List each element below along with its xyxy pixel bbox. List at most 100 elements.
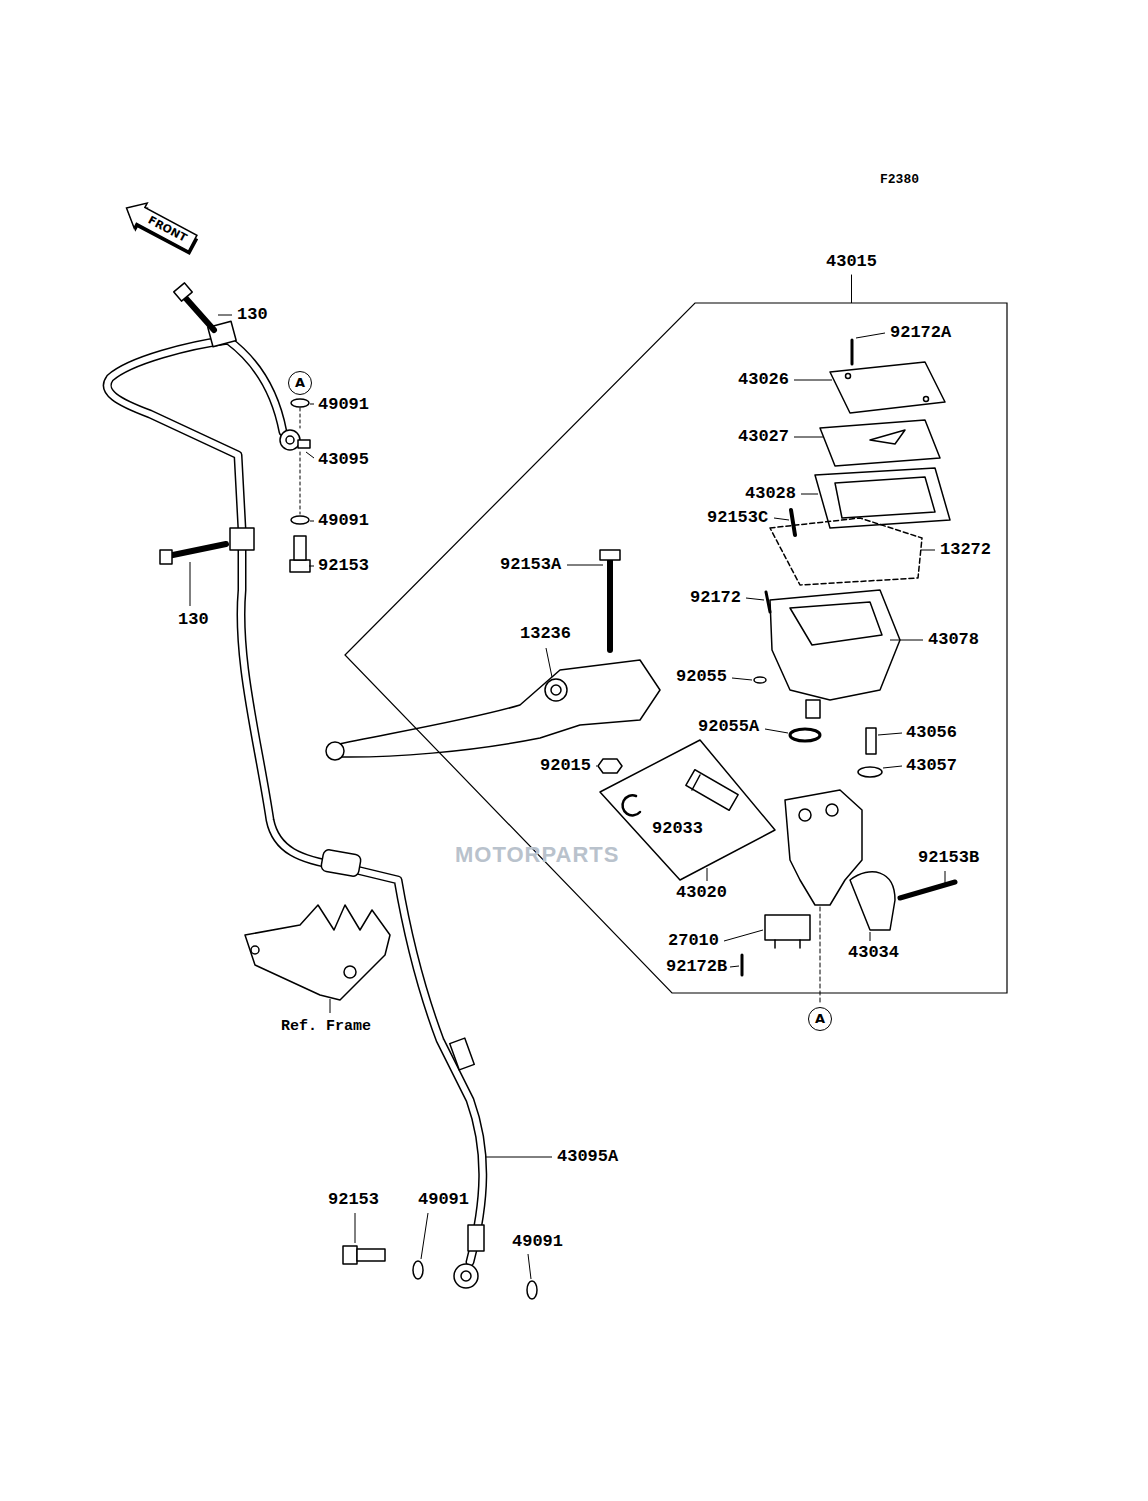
callout-number: 130 (237, 305, 268, 325)
reservoir-nozzle (806, 700, 820, 718)
callout-number: 130 (178, 610, 209, 630)
switch-pin (799, 940, 801, 948)
callout-number: 92153C (707, 508, 768, 528)
callout-number: 92055A (698, 717, 759, 737)
callout-number: 92172B (666, 957, 727, 977)
port (799, 809, 811, 821)
piston (686, 770, 738, 811)
bolt-head (174, 283, 192, 301)
banjo-fitting (454, 1264, 478, 1288)
washer-49091 (291, 516, 309, 524)
leader-line (945, 871, 946, 883)
cap-43026 (830, 362, 945, 413)
leader-line (774, 518, 789, 520)
callout-number: 43078 (928, 630, 979, 650)
master-cylinder-body (785, 790, 862, 905)
callout-number: 92172A (890, 323, 951, 343)
callout-number: 43020 (676, 883, 727, 903)
leader-line (330, 999, 331, 1013)
plate-43027 (820, 420, 940, 466)
cap-43057 (858, 767, 882, 777)
leader-line (732, 678, 752, 680)
piston-groove (692, 775, 700, 790)
callout-number: 49091 (318, 395, 369, 415)
bolt-92153B (900, 882, 955, 898)
screw-92153C (791, 510, 795, 535)
bolt-head (600, 550, 620, 560)
bolt-130 (168, 544, 226, 556)
leader-line (546, 648, 552, 677)
callout-number: 92153 (328, 1190, 379, 1210)
diaphragm-43028 (815, 468, 950, 528)
assembly-line (300, 408, 301, 428)
reservoir-inner (790, 602, 882, 645)
callout-number: 43057 (906, 756, 957, 776)
leader-line (707, 868, 708, 881)
clutch-hose-outline (107, 340, 483, 1262)
leader-line (921, 550, 935, 551)
hose-fitting (450, 1038, 475, 1070)
callout-number: 43095 (318, 450, 369, 470)
leader-line (851, 275, 852, 303)
leader-line (746, 598, 764, 600)
bolt-92153-head (343, 1246, 357, 1264)
bolt-130 (182, 294, 214, 330)
node-label: A (295, 376, 305, 390)
assembly-outline-shape (345, 250, 1007, 993)
leader-line (355, 1213, 356, 1243)
callout-number: 13236 (520, 624, 571, 644)
leader-line (596, 766, 597, 767)
leader-line (890, 640, 923, 641)
lever-adjuster (545, 679, 567, 701)
frame-hole (251, 946, 259, 954)
callout-number: 92015 (540, 756, 591, 776)
callout-number: 92033 (652, 819, 703, 839)
leader-line (870, 932, 871, 941)
callout-number: 43034 (848, 943, 899, 963)
clutch-hose-inner (107, 340, 483, 1262)
o-ring-92055A (790, 729, 820, 741)
frame-bracket (245, 905, 390, 1000)
washer-49091 (291, 399, 309, 407)
assembly-outline-line (345, 303, 1007, 993)
callout-number: 43056 (906, 723, 957, 743)
washer-49091 (527, 1281, 537, 1299)
leader-line (309, 566, 314, 567)
assembly-line (820, 907, 821, 1005)
bolt-head (160, 550, 172, 564)
callout-number: 43026 (738, 370, 789, 390)
callout-number: 43027 (738, 427, 789, 447)
leader-line (218, 315, 232, 316)
leader-line (856, 333, 885, 338)
nut-92015 (598, 759, 622, 773)
callout-number: 13272 (940, 540, 991, 560)
leader-line (306, 452, 314, 458)
port (826, 804, 838, 816)
screw-92172 (766, 592, 770, 612)
node-label: A (815, 1012, 825, 1026)
watermark-text: MOTORPARTS (455, 842, 619, 867)
assembly-line (300, 452, 301, 514)
leader-line (486, 1157, 552, 1158)
leader-line (724, 930, 763, 941)
banjo-43095 (280, 430, 300, 450)
leader-line (801, 494, 818, 495)
callout-number: 49091 (418, 1190, 469, 1210)
clutch-lever-13236 (335, 660, 660, 757)
callout-number: 49091 (512, 1232, 563, 1252)
callout-number: 43015 (826, 252, 877, 272)
pipe-clamp-block (230, 528, 254, 550)
leader-line (794, 380, 832, 381)
bolt-92153-head (290, 560, 310, 572)
cap-hole (924, 397, 929, 402)
figure-code: F2380 (880, 173, 919, 188)
switch-27010 (765, 915, 810, 940)
leader-line (567, 565, 603, 566)
screw-92172A (851, 340, 854, 364)
assembly-outline: 43015 (345, 250, 1007, 993)
banjo-hole (461, 1271, 471, 1281)
switch-pin (774, 940, 776, 948)
bolt-92153-thread (357, 1249, 385, 1261)
lever-adjuster (551, 685, 561, 695)
